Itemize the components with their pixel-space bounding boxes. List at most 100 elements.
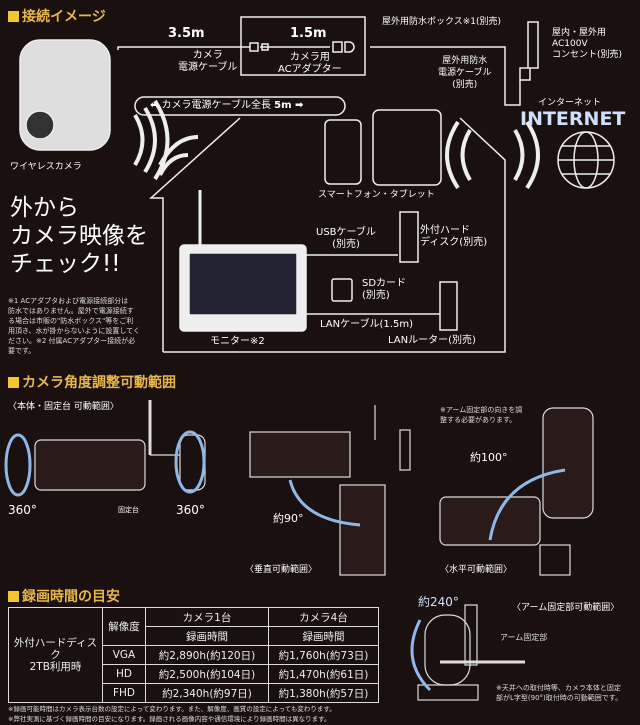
- arm-range-title: 〈アーム固定部可動範囲〉: [512, 603, 620, 613]
- line: (別売): [332, 239, 360, 250]
- total-length: ⬅ カメラ電源ケーブル全長 5m ➡: [150, 100, 303, 111]
- camera-cable-label: カメラ電源ケーブル: [178, 50, 237, 74]
- lan-cable-label: LANケーブル(1.5m): [320, 319, 413, 330]
- line: カメラ用: [289, 52, 330, 63]
- col-header-1cam: カメラ1台: [145, 607, 269, 627]
- cell: 約1,380h(約57日): [268, 683, 379, 703]
- col-header-4cam: カメラ4台: [268, 607, 379, 627]
- rotation-360-right: 360°: [176, 503, 205, 517]
- line: カメラ: [192, 50, 223, 61]
- line: 屋内・屋外用: [552, 28, 607, 38]
- camera-angle-illustrations: [34, 400, 594, 701]
- adapter-length: 1.5m: [290, 26, 327, 41]
- waterproof-cable-label: 屋外用防水電源ケーブル (別売): [438, 55, 491, 91]
- cell: FHD: [102, 683, 146, 703]
- cell: 約1,470h(約61日): [268, 664, 379, 684]
- sub-header: 録画時間: [268, 626, 379, 646]
- total-length-label: ⬅ カメラ電源ケーブル全長: [150, 100, 271, 111]
- vertical-title: 〈垂直可動範囲〉: [245, 565, 318, 575]
- line: ※アーム固定部の向きを調: [440, 406, 523, 414]
- smartphone-tablet-label: スマートフォン・タブレット: [318, 190, 435, 200]
- internet-label: INTERNET: [520, 108, 626, 130]
- arm-part-label: アーム固定部: [500, 633, 548, 642]
- monitor-label: モニター※2: [210, 336, 265, 347]
- line: 用頂き、水が掛からないように設置してく: [8, 327, 140, 335]
- camera-label: ワイヤレスカメラ: [10, 162, 82, 172]
- lan-router-label: LANルーター(別売): [388, 335, 476, 346]
- mount-label: 固定台: [118, 506, 139, 514]
- router-icon: [439, 281, 458, 331]
- line: ※録画可能時間はカメラ表示台数の設定によって変わります。また、解像度、画質の設定…: [8, 705, 336, 713]
- cell: 約2,340h(約97日): [145, 683, 269, 703]
- line: コンセント(別売): [552, 50, 623, 60]
- line: (別売): [362, 290, 390, 301]
- recording-notes: ※録画可能時間はカメラ表示台数の設定によって変わります。また、解像度、画質の設定…: [8, 704, 336, 724]
- horizontal-degree: 約100°: [470, 451, 508, 464]
- total-length-value: 5m ➡: [274, 100, 304, 111]
- cell: 約2,500h(約104日): [145, 664, 269, 684]
- smartphone-icon: [324, 119, 362, 185]
- line: (別売): [452, 80, 478, 90]
- waterproof-box-label: 屋外用防水ボックス※1(別売): [382, 17, 502, 27]
- body-mount-title: 〈本体・固定台 可動範囲〉: [8, 402, 119, 412]
- hdd-icon: [399, 211, 419, 263]
- cell: VGA: [102, 645, 146, 665]
- line: 電源ケーブル: [178, 62, 238, 73]
- connection-footnote: ※1 ACアダプタおよび電源接続部分は防水ではありません。屋外で電源接続する場合…: [8, 296, 140, 356]
- line: カメラ映像を: [10, 223, 148, 249]
- internet-kana: インターネット: [538, 98, 602, 108]
- line: 屋外用防水: [442, 56, 488, 66]
- line: ※1 ACアダプタおよび電源接続部分は: [8, 297, 129, 305]
- line: AC100V: [552, 39, 588, 49]
- line: 2TB利用時: [29, 661, 82, 673]
- section-heading-recording: 録画時間の目安: [8, 586, 120, 606]
- house-outline: [149, 117, 506, 353]
- line: 外付ハードディスク: [13, 637, 98, 661]
- line: ※天井への取付時等、カメラ本体と固定: [496, 684, 621, 692]
- catchphrase: 外からカメラ映像をチェック!!: [10, 194, 148, 278]
- line: 整する必要があります。: [440, 416, 517, 424]
- line: 部がL字型(90°)取付時の可動範囲です。: [496, 694, 623, 702]
- usb-cable-label: USBケーブル(別売): [316, 227, 376, 251]
- total-length-pill: [134, 96, 346, 116]
- tablet-icon: [372, 109, 442, 186]
- wifi-left-icon: [133, 99, 170, 181]
- resolution-header: 解像度: [102, 607, 146, 646]
- vertical-degree: 約90°: [273, 512, 304, 525]
- line: 電源ケーブル: [438, 68, 492, 78]
- line: る場合は市販の"防水ボックス"等をご利: [8, 317, 134, 325]
- rotation-arrows: [4, 430, 566, 692]
- sd-card-icon: [331, 278, 353, 302]
- sd-card-label: SDカード(別売): [362, 278, 406, 302]
- line: SDカード: [362, 278, 407, 289]
- rotation-360-left: 360°: [8, 503, 37, 517]
- hdd-label: 外付ハードディスク(別売): [420, 225, 487, 249]
- sub-header: 録画時間: [145, 626, 269, 646]
- line: 要です。: [8, 347, 36, 355]
- line: 防水ではありません。屋外で電源接続す: [8, 307, 134, 315]
- outlet-icon: [519, 21, 539, 81]
- cell: 約1,760h(約73日): [268, 645, 379, 665]
- line: USBケーブル: [316, 227, 376, 238]
- section-heading-angle: カメラ角度調整可動範囲: [8, 372, 176, 392]
- line: ださい。※2 付属ACアダプター接続が必: [8, 337, 136, 345]
- line: チェック!!: [10, 251, 121, 277]
- horizontal-note: ※アーム固定部の向きを調整する必要があります。: [440, 405, 522, 425]
- arm-note: ※天井への取付時等、カメラ本体と固定部がL字型(90°)取付時の可動範囲です。: [496, 683, 622, 703]
- line: ディスク(別売): [420, 237, 488, 248]
- cell: HD: [102, 664, 146, 684]
- arm-degree: 約240°: [418, 595, 459, 609]
- line: 外から: [10, 195, 79, 221]
- camera-cable-length: 3.5m: [168, 26, 205, 41]
- horizontal-title: 〈水平可動範囲〉: [440, 565, 513, 575]
- line: ACアダプター: [278, 64, 342, 75]
- wifi-right-icon: [445, 120, 540, 190]
- line: 外付ハード: [420, 225, 470, 236]
